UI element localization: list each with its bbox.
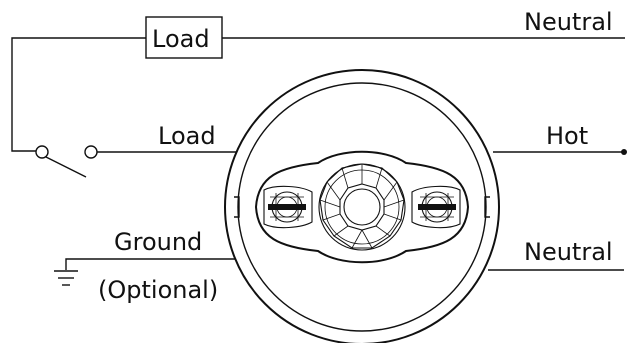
- switch-blade: [45, 156, 87, 178]
- ground-symbol-icon: [54, 258, 236, 286]
- fresnel-lens: [318, 163, 406, 251]
- sensor-inner-ring: [237, 82, 487, 332]
- switch-contact-right: [84, 145, 98, 159]
- switch-contact-left: [35, 145, 49, 159]
- ground-wire: [65, 258, 236, 270]
- load-to-switch-wire: [11, 37, 146, 152]
- left-speaker: [263, 185, 313, 229]
- lens-housing: [254, 150, 470, 264]
- neutral-top-label: Neutral: [524, 8, 613, 36]
- load-box-label: Load: [152, 25, 210, 53]
- neutral-bottom-label: Neutral: [524, 238, 613, 266]
- optional-label: (Optional): [98, 276, 218, 304]
- hot-terminal-dot: [621, 149, 627, 155]
- occupancy-sensor-icon: [224, 69, 500, 343]
- sensor-outer-ring: [224, 69, 500, 343]
- switch-icon: [35, 145, 98, 178]
- load-wire-label: Load: [158, 122, 216, 150]
- sensor-notch-right: [484, 196, 490, 218]
- hot-label: Hot: [546, 122, 588, 150]
- sensor-notch-left: [234, 196, 240, 218]
- right-speaker: [411, 185, 461, 229]
- ground-label: Ground: [114, 228, 202, 256]
- top-circuit: Load Neutral: [11, 8, 625, 152]
